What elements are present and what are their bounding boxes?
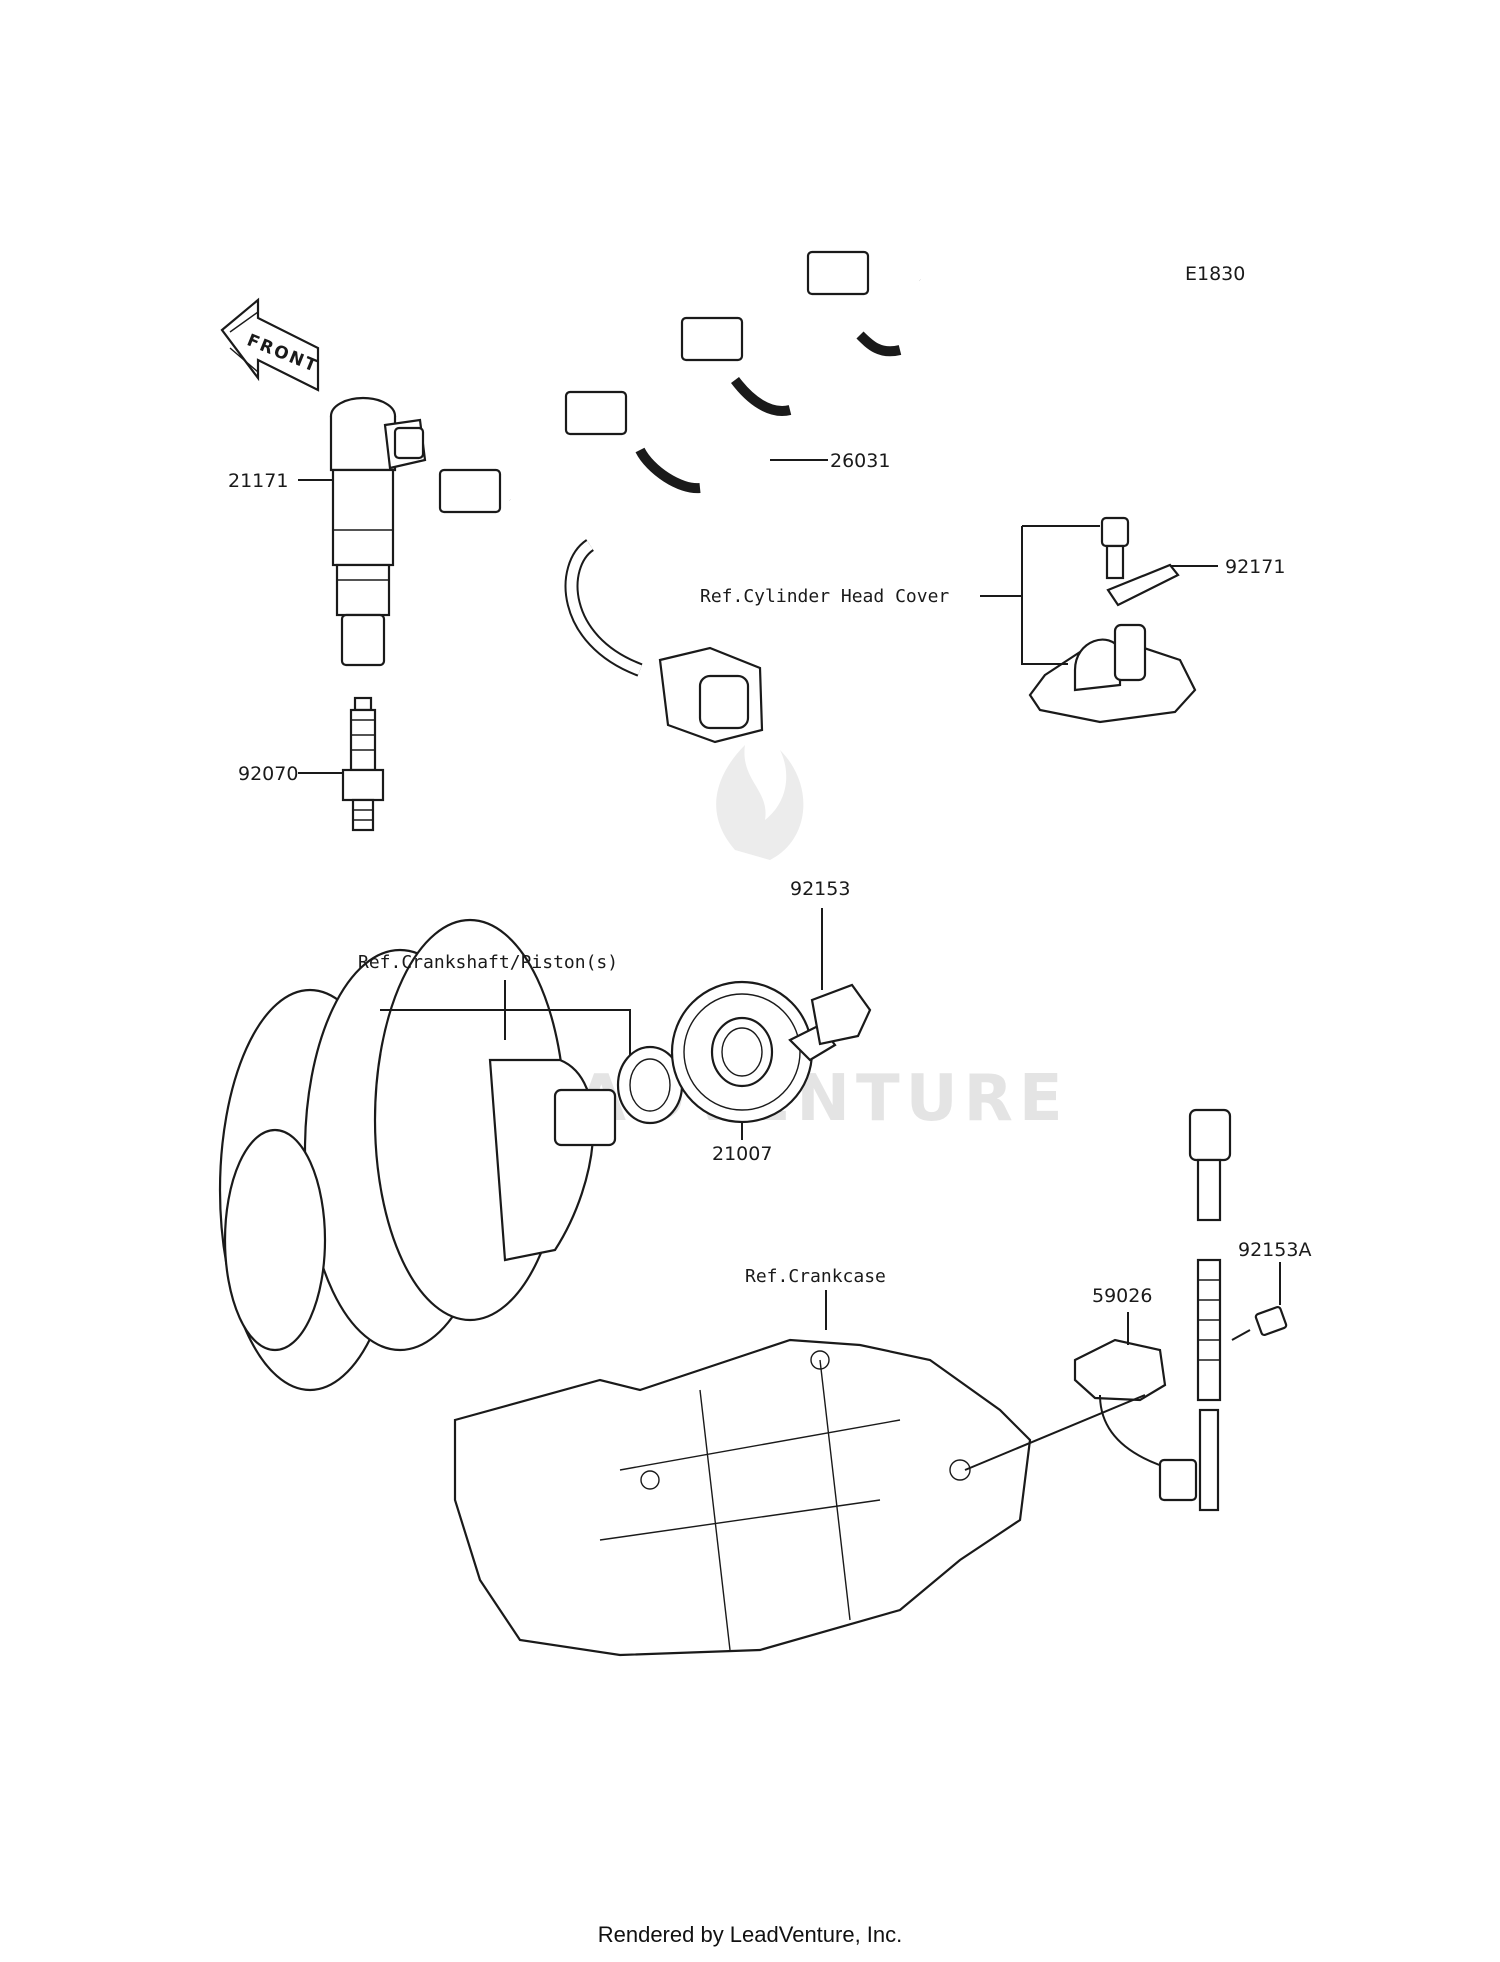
leader-sensor-crankcase	[964, 1394, 1146, 1471]
leader-crankshaft	[380, 980, 631, 1060]
crankcase	[453, 1338, 1032, 1657]
ref-crankcase: Ref.Crankcase	[745, 1266, 886, 1287]
label-92153a: 92153A	[1238, 1239, 1311, 1261]
bolt-92153	[788, 983, 872, 1062]
crank-position-sensor	[1073, 1108, 1232, 1512]
label-92070: 92070	[238, 763, 298, 785]
label-59026: 59026	[1092, 1285, 1152, 1307]
label-92153: 92153	[790, 878, 850, 900]
timing-rotor	[670, 980, 814, 1124]
diagram-code: E1830	[1185, 263, 1245, 285]
cylinder-head-cover	[1028, 516, 1197, 724]
label-21171: 21171	[228, 470, 288, 492]
label-92171: 92171	[1225, 556, 1285, 578]
label-21007: 21007	[712, 1143, 772, 1165]
label-26031: 26031	[830, 450, 890, 472]
ref-crankshaft: Ref.Crankshaft/Piston(s)	[358, 952, 618, 973]
spark-plug	[341, 696, 385, 832]
ignition-coil	[329, 396, 427, 667]
footer-credit: Rendered by LeadVenture, Inc.	[597, 1922, 903, 1947]
wire-harness	[438, 250, 957, 744]
front-arrow-icon: FRONT	[220, 297, 321, 392]
ref-cylinder-head-cover: Ref.Cylinder Head Cover	[700, 586, 949, 607]
bolt-92153a	[1231, 1305, 1288, 1341]
leader-cylinder-head-cover	[980, 525, 1100, 665]
crankshaft	[218, 918, 617, 1392]
